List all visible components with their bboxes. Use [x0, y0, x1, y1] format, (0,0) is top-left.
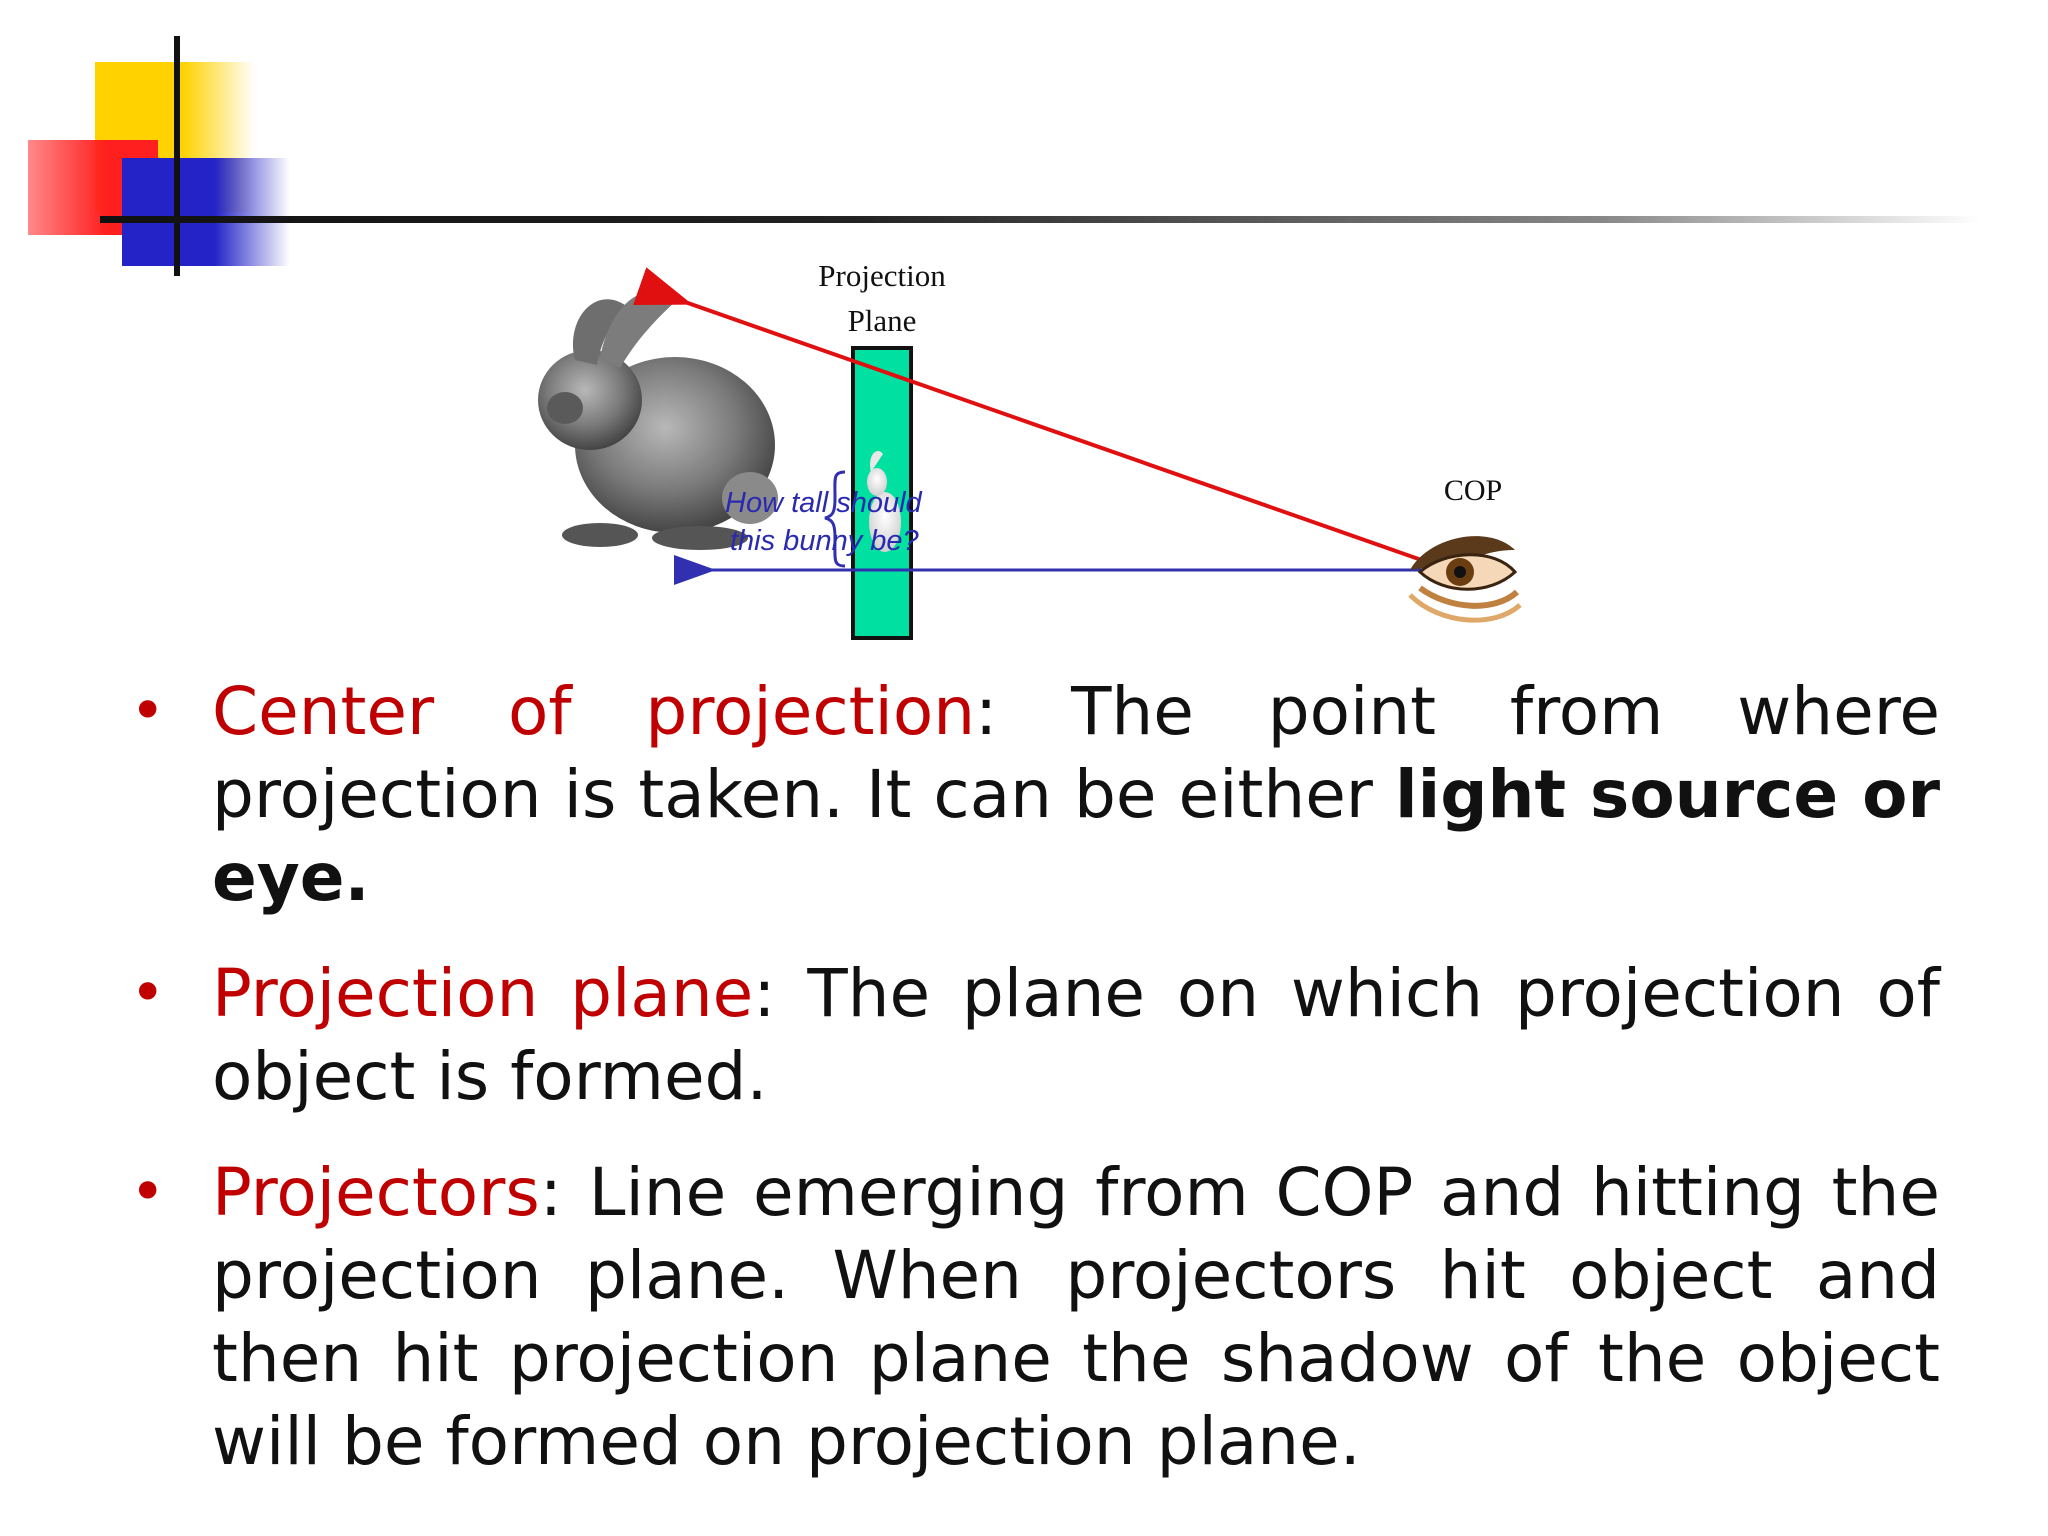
question-line2: this bunny be? — [730, 525, 920, 557]
definition-projectors: • Projectors: Line emerging from COP and… — [130, 1151, 1940, 1483]
definition-center-of-projection: • Center of projection: The point from w… — [130, 670, 1940, 919]
plane-label-line2: Plane — [848, 303, 917, 338]
term-label: Center of projection — [212, 673, 976, 750]
definition-text: : The plane on which projection of objec… — [212, 955, 1940, 1115]
bunny-object — [538, 291, 778, 550]
height-brace — [824, 470, 846, 568]
bullet-dot-icon: • — [130, 676, 166, 746]
cop-label: COP — [1444, 474, 1502, 507]
definition-projection-plane: • Projection plane: The plane on which p… — [130, 952, 1940, 1118]
bullet-dot-icon: • — [130, 958, 166, 1028]
definition-text: : The point from where projection is tak… — [212, 673, 1940, 833]
decor-vertical-line — [174, 36, 180, 276]
eye-icon — [1408, 536, 1522, 623]
definition-text: : Line emerging from COP and hitting the… — [212, 1154, 1940, 1480]
decor-blue-square — [122, 158, 290, 266]
term-label: Projection plane — [212, 955, 754, 1032]
plane-label-line1: Projection — [818, 258, 946, 293]
projection-diagram: Projection Plane How tall should this bu… — [538, 258, 1522, 640]
bullet-dot-icon: • — [130, 1157, 166, 1227]
question-line1: How tall should — [725, 487, 923, 519]
definition-list: • Center of projection: The point from w… — [130, 670, 1940, 1516]
projected-bunny — [867, 451, 901, 552]
projector-line-top — [633, 267, 1451, 572]
decor-title-rule — [100, 216, 1980, 223]
term-label: Projectors — [212, 1154, 540, 1231]
emphasis-text: light source or eye. — [212, 756, 1941, 916]
